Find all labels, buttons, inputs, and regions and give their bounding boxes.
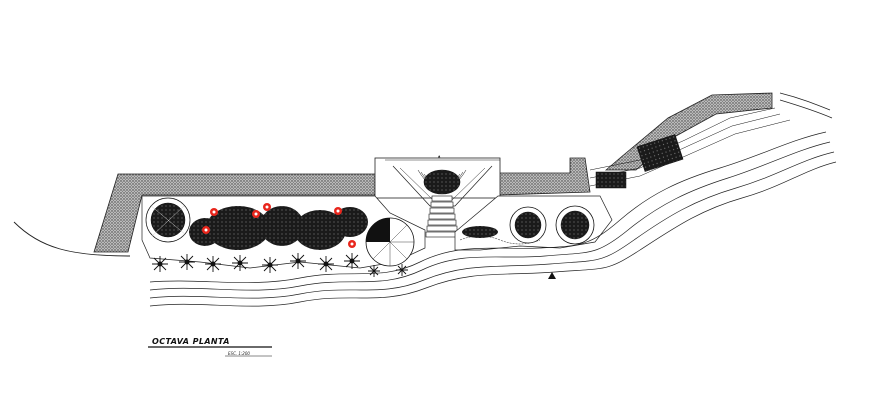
right-garden-zone [454,195,613,251]
garden-planting-zone [141,195,426,269]
palm-tree-icon [152,256,168,272]
retaining-wall-right [604,92,773,171]
palm-tree-icon [262,257,278,273]
red-flower-icon [210,208,218,216]
shoreline-contours [149,92,837,307]
retaining-wall-center-right [494,157,591,196]
right-terrace-steps [589,107,791,189]
north-arrow-icon [548,272,556,279]
palm-tree-icon [368,265,380,277]
red-flower-icon [348,240,356,248]
palm-tree-icon [179,254,195,270]
svg-text:▲: ▲ [438,154,441,158]
red-flower-icon [334,207,342,215]
scale-note: ESC. 1:200 [228,351,250,356]
palm-tree-icon [396,264,408,276]
red-flower-icon [263,203,271,211]
drawing-title: OCTAVA PLANTA [152,337,230,346]
palm-tree-icon [205,256,221,272]
central-stair-block: ▲ [374,154,501,238]
palm-tree-icon [232,255,248,271]
palm-tree-icon [290,253,306,269]
flower-markers [202,203,356,248]
palm-tree-icon [318,256,334,272]
palm-tree-icon [344,253,360,269]
palm-row [152,253,408,277]
left-boundary-arc [13,221,131,257]
red-flower-icon [202,226,210,234]
red-flower-icon [252,210,260,218]
